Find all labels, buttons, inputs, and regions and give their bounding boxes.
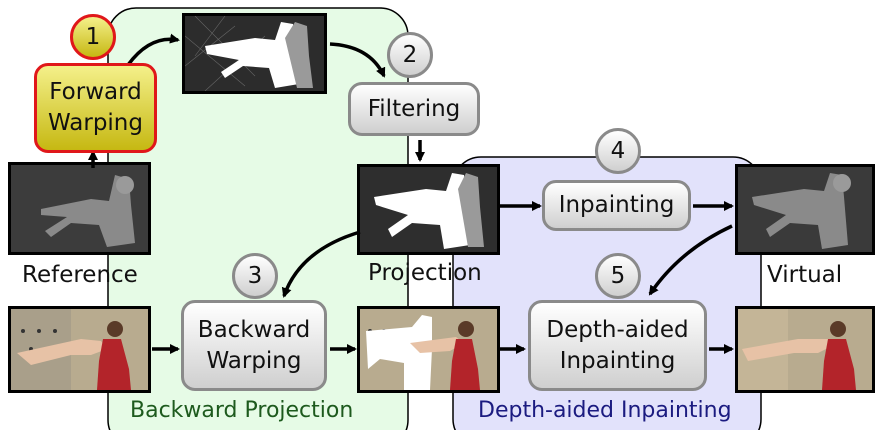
backward-warping-label-line2: Warping xyxy=(206,347,302,374)
step-5-badge: 5 xyxy=(595,253,641,299)
step-3-badge: 3 xyxy=(232,253,278,299)
warped-depth-image xyxy=(185,16,324,91)
arrow-warped-depth-to-filtering xyxy=(329,42,386,78)
forward-warping-label-line2: Warping xyxy=(48,110,143,136)
projection-depth-thumbnail xyxy=(357,164,500,255)
arrow-virtual-depth-to-depth-aided-inpainting xyxy=(648,224,733,296)
depth-aided-inpainting-label-line2: Inpainting xyxy=(559,347,676,374)
inpainted-depth-image xyxy=(738,167,872,252)
filtering-label: Filtering xyxy=(367,95,461,122)
filtering-box: Filtering xyxy=(348,82,480,136)
backward-projection-region-label: Backward Projection xyxy=(130,398,354,423)
step-1-badge: 1 xyxy=(70,14,116,60)
reference-depth-thumbnail xyxy=(8,162,151,255)
arrow-forward-warping-to-warped-depth xyxy=(126,33,180,67)
step-4-badge: 4 xyxy=(595,128,641,174)
forward-warping-box: Forward Warping xyxy=(34,63,157,153)
forward-warped-depth-thumbnail xyxy=(182,13,327,94)
virtual-color-thumbnail xyxy=(735,306,875,393)
inpainted-color-image xyxy=(738,309,872,390)
backward-warping-label-line1: Backward xyxy=(197,316,311,343)
step-2-badge: 2 xyxy=(387,32,433,78)
reference-color-thumbnail xyxy=(8,306,151,393)
figure-silhouette-image xyxy=(11,165,148,252)
dancer-image xyxy=(11,309,148,390)
virtual-depth-thumbnail xyxy=(735,164,875,255)
depth-aided-inpainting-label-line1: Depth-aided xyxy=(546,316,689,343)
depth-aided-inpainting-box: Depth-aided Inpainting xyxy=(528,300,707,391)
inpainting-box: Inpainting xyxy=(542,180,691,231)
projected-depth-image xyxy=(360,167,497,252)
inpainting-label: Inpainting xyxy=(558,192,675,218)
virtual-label: Virtual xyxy=(767,262,843,288)
projection-label: Projection xyxy=(368,260,482,286)
depth-aided-inpainting-region-label: Depth-aided Inpainting xyxy=(478,398,732,423)
backward-warping-box: Backward Warping xyxy=(181,300,327,391)
arrow-projection-to-backward-warping xyxy=(281,230,361,298)
projection-color-thumbnail xyxy=(357,306,500,393)
projected-color-image xyxy=(360,309,497,390)
reference-label: Reference xyxy=(22,262,138,288)
forward-warping-label-line1: Forward xyxy=(49,79,142,105)
